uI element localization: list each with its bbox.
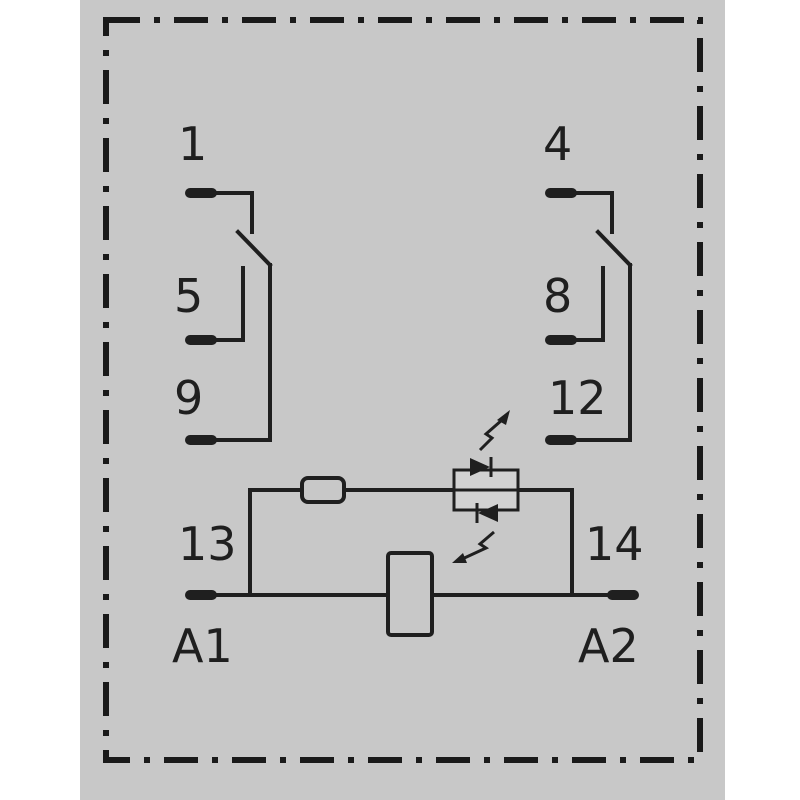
coil-circuit <box>185 410 639 637</box>
terminal-label-12: 12 <box>548 371 607 425</box>
emission-arrowhead-top-icon <box>497 410 510 425</box>
contact-1-lead <box>210 191 254 234</box>
contact-9-lead <box>210 263 272 442</box>
indicator-lead-left <box>248 488 304 597</box>
terminal-label-a1: A1 <box>172 619 233 673</box>
terminal-label-1: 1 <box>178 117 207 171</box>
resistor <box>300 476 346 504</box>
terminal-label-8: 8 <box>543 269 572 323</box>
contact-4-lead <box>570 191 614 234</box>
contact-8-lead <box>570 266 605 342</box>
terminal-label-9: 9 <box>174 371 203 425</box>
relay-coil <box>386 551 434 637</box>
contact-12-lead <box>570 263 632 442</box>
contact-blade-left <box>235 229 273 268</box>
terminal-label-5: 5 <box>174 269 203 323</box>
indicator-lead-right <box>516 488 574 597</box>
terminal-label-13: 13 <box>178 517 237 571</box>
right-changeover-contact <box>545 188 633 445</box>
led-top-icon <box>470 458 490 476</box>
led-bottom-icon <box>478 504 498 522</box>
terminal-label-a2: A2 <box>578 619 639 673</box>
terminal-label-14: 14 <box>585 517 644 571</box>
led-indicator <box>452 410 520 563</box>
left-changeover-contact <box>185 188 273 445</box>
enclosure-frame <box>103 17 703 763</box>
contact-blade-right <box>595 229 633 268</box>
contact-5-lead <box>210 266 245 342</box>
emission-arrow-top-icon <box>478 418 503 452</box>
emission-arrowhead-bottom-icon <box>452 553 467 563</box>
emission-arrow-bottom-icon <box>459 530 495 562</box>
terminal-label-4: 4 <box>543 117 572 171</box>
diagram-panel <box>80 0 725 800</box>
